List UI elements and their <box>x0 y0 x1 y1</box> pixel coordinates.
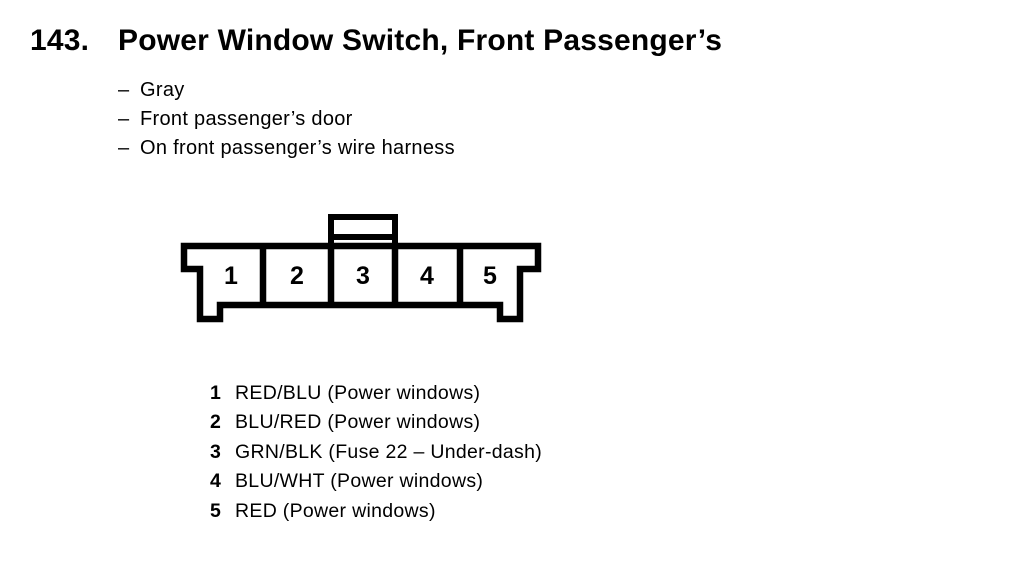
detail-item: – Gray <box>118 76 455 105</box>
pin-wire-description: RED (Power windows) <box>235 499 436 522</box>
connector-svg: 1 2 3 4 5 <box>180 214 542 323</box>
pin-wire-description: BLU/WHT (Power windows) <box>235 470 484 493</box>
pin-list-item: 3 GRN/BLK (Fuse 22 – Under-dash) <box>210 438 542 467</box>
pin-number: 3 <box>210 440 222 463</box>
pin-number: 2 <box>210 411 222 434</box>
pin-list-item: 4 BLU/WHT (Power windows) <box>210 467 542 496</box>
pin-wire-description: BLU/RED (Power windows) <box>235 411 481 434</box>
connector-diagram: 1 2 3 4 5 <box>170 205 550 335</box>
cavity-number-1: 1 <box>224 262 238 290</box>
cavity-number-3: 3 <box>356 262 370 290</box>
cavity-number-4: 4 <box>420 262 434 290</box>
connector-latch-tab <box>328 214 398 249</box>
detail-item: – On front passenger’s wire harness <box>118 134 455 163</box>
pin-list-item: 2 BLU/RED (Power windows) <box>210 408 542 437</box>
title-text: Power Window Switch, Front Passenger’s <box>118 24 723 57</box>
detail-item: – Front passenger’s door <box>118 105 455 134</box>
detail-text: Gray <box>140 79 185 101</box>
pin-description-list: 1 RED/BLU (Power windows) 2 BLU/RED (Pow… <box>210 379 542 526</box>
pin-wire-description: RED/BLU (Power windows) <box>235 382 481 404</box>
detail-text: Front passenger’s door <box>140 108 353 130</box>
bullet-dash: – <box>118 108 130 130</box>
pin-wire-description: GRN/BLK (Fuse 22 – Under-dash) <box>235 440 543 463</box>
connector-body-outline <box>180 242 542 323</box>
bullet-dash: – <box>118 79 130 101</box>
pin-number: 4 <box>210 470 222 493</box>
pin-list-item: 1 RED/BLU (Power windows) <box>210 379 542 408</box>
pin-number: 1 <box>210 382 222 404</box>
item-number: 143. <box>30 24 90 57</box>
pin-number: 5 <box>210 499 222 522</box>
page-title: 143. Power Window Switch, Front Passenge… <box>30 24 722 58</box>
pin-list-item: 5 RED (Power windows) <box>210 497 542 526</box>
cavity-number-2: 2 <box>290 262 304 290</box>
cavity-number-5: 5 <box>483 262 497 290</box>
bullet-dash: – <box>118 137 130 159</box>
detail-list: – Gray – Front passenger’s door – On fro… <box>118 76 455 163</box>
detail-text: On front passenger’s wire harness <box>140 137 455 159</box>
